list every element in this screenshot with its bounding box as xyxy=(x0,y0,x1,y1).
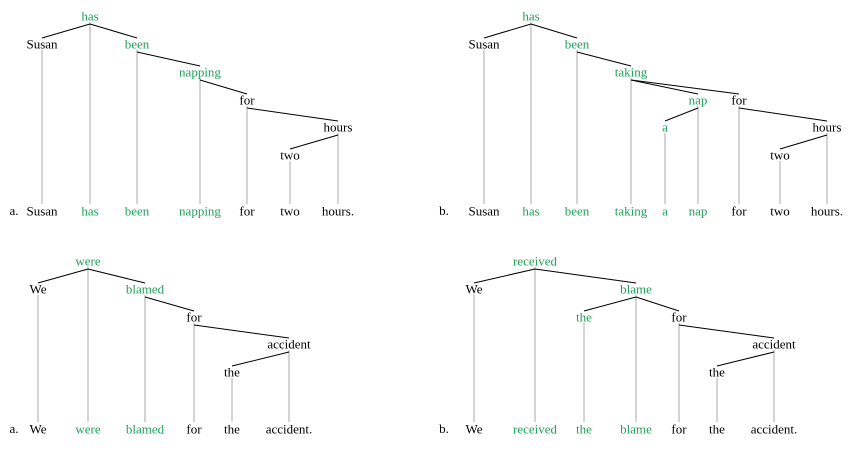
sentence-word: for xyxy=(731,203,747,219)
sentence-word: Susan xyxy=(26,203,58,219)
tree-node: for xyxy=(186,309,202,325)
tree-bottom-left-letter-label: a. xyxy=(9,421,19,436)
sentence-word: We xyxy=(465,421,483,437)
tree-node: two xyxy=(770,147,790,163)
sentence-word: accident. xyxy=(750,421,798,437)
tree-node: We xyxy=(465,281,483,297)
sentence-word: received xyxy=(512,421,558,437)
sentence-word: two xyxy=(280,203,300,219)
tree-top-right-letter-label: b. xyxy=(439,203,449,218)
sentence-word: blame xyxy=(620,421,652,437)
sentence-word: napping xyxy=(179,203,221,219)
sentence-word: has xyxy=(522,203,540,219)
tree-node: two xyxy=(280,147,300,163)
tree-node: blame xyxy=(620,281,652,297)
tree-node: a xyxy=(662,119,668,135)
tree-node: for xyxy=(731,92,747,108)
tree-node: blamed xyxy=(125,281,165,297)
tree-node: the xyxy=(709,364,725,380)
sentence-word: accident. xyxy=(265,421,313,437)
tree-node: hours xyxy=(812,119,842,135)
sentence-word: been xyxy=(124,203,150,219)
dependency-edge xyxy=(473,268,536,284)
tree-node: hours xyxy=(323,119,353,135)
tree-node: the xyxy=(576,309,592,325)
sentence-word: the xyxy=(709,421,725,437)
sentence-word: for xyxy=(186,421,202,437)
sentence-word: We xyxy=(29,421,47,437)
tree-node: accident xyxy=(752,336,796,352)
tree-node: been xyxy=(564,36,590,52)
tree-node: been xyxy=(124,36,150,52)
tree-node: taking xyxy=(614,64,648,80)
sentence-word: been xyxy=(564,203,590,219)
tree-node: Susan xyxy=(26,36,58,52)
sentence-word: Susan xyxy=(468,203,500,219)
sentence-word: were xyxy=(75,421,101,437)
dependency-edge xyxy=(716,351,775,367)
tree-node: received xyxy=(512,253,558,269)
tree-bottom-right-letter-label: b. xyxy=(439,421,449,436)
tree-node: nap xyxy=(688,92,708,108)
sentence-word: has xyxy=(81,203,99,219)
sentence-word: hours. xyxy=(810,203,844,219)
tree-node: for xyxy=(239,92,255,108)
sentence-word: the xyxy=(224,421,240,437)
sentence-word: the xyxy=(576,421,592,437)
sentence-word: two xyxy=(770,203,790,219)
sentence-word: nap xyxy=(688,203,708,219)
tree-node: were xyxy=(75,253,101,269)
sentence-word: for xyxy=(239,203,255,219)
sentence-word: hours. xyxy=(321,203,355,219)
tree-node: has xyxy=(522,8,540,24)
tree-node: We xyxy=(29,281,47,297)
tree-node: accident xyxy=(267,336,311,352)
tree-top-left-letter-label: a. xyxy=(9,203,19,218)
tree-node: napping xyxy=(179,64,221,80)
sentence-word: a xyxy=(662,203,668,219)
sentence-word: blamed xyxy=(125,421,165,437)
tree-node: for xyxy=(671,309,687,325)
tree-node: has xyxy=(81,8,99,24)
sentence-word: for xyxy=(671,421,687,437)
tree-node: the xyxy=(224,364,240,380)
sentence-word: taking xyxy=(614,203,648,219)
tree-node: Susan xyxy=(468,36,500,52)
